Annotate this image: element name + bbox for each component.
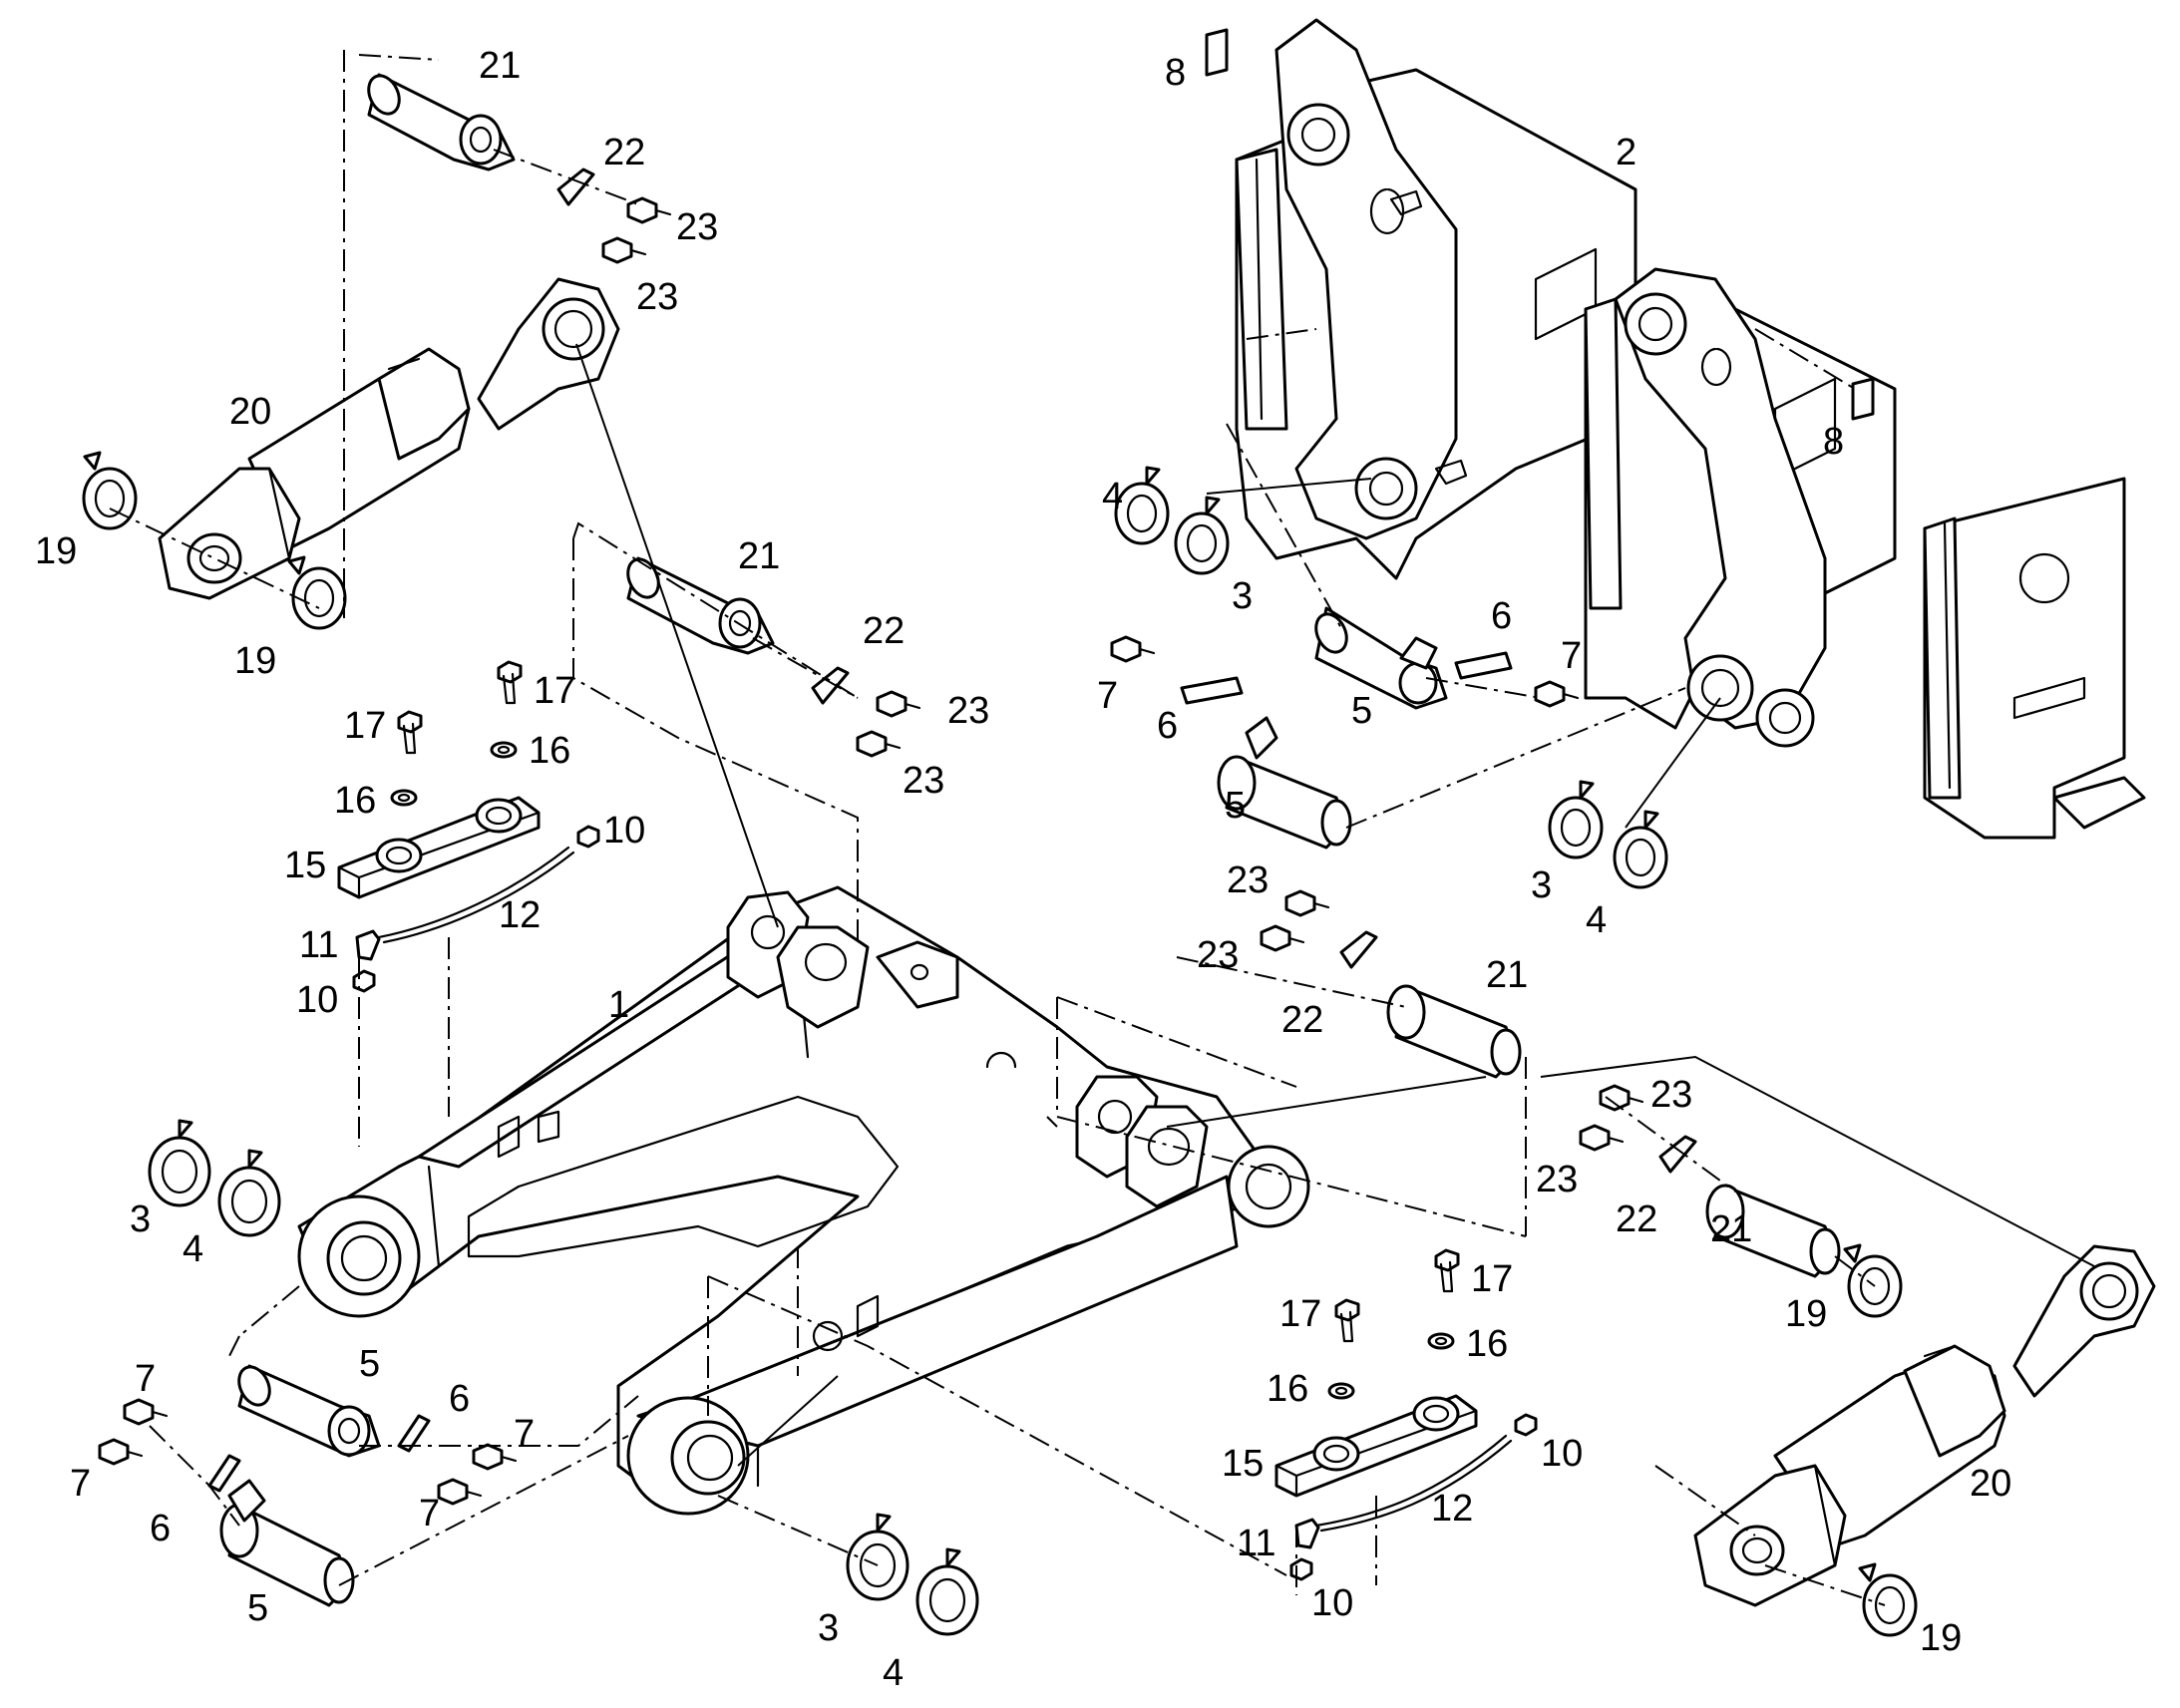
callout-19: 19 [1920,1617,1962,1659]
pin [237,1364,381,1458]
callout-22: 22 [1281,999,1323,1041]
callout-17: 17 [1471,1258,1513,1300]
alignment-lines [109,50,1886,1606]
callout-6: 6 [1157,705,1178,747]
callout-21: 21 [1710,1208,1752,1250]
callout-6: 6 [449,1378,470,1420]
callout-20: 20 [1970,1463,2011,1505]
callout-22: 22 [603,132,645,173]
frame-bracket-assembly [1235,18,2146,840]
callout-7: 7 [135,1358,156,1400]
callout-4: 4 [1102,476,1123,517]
callout-17: 17 [1279,1293,1321,1335]
callout-4: 4 [182,1228,203,1270]
washer [390,741,1455,1400]
lock-washer [82,451,1918,1637]
callout-23: 23 [1536,1159,1578,1200]
callout-7: 7 [1097,675,1118,717]
pin [219,1479,355,1607]
leader-lines [575,343,2095,1467]
pin [1705,1184,1841,1278]
callout-6: 6 [150,1508,171,1549]
pin [1314,606,1448,710]
callout-17: 17 [534,670,575,712]
hydraulic-cylinder-lower [1693,1244,2156,1607]
pin [626,556,775,655]
callout-7: 7 [70,1463,91,1505]
callout-21: 21 [738,535,780,577]
callout-19: 19 [35,530,77,572]
callout-23: 23 [947,690,989,732]
callout-3: 3 [130,1198,151,1240]
callout-16: 16 [334,780,376,822]
callout-19: 19 [1785,1293,1827,1335]
callout-2: 2 [1616,132,1636,173]
callout-5: 5 [247,1587,268,1629]
callout-21: 21 [1486,954,1528,996]
callout-11: 11 [299,924,338,966]
callout-3: 3 [1531,864,1552,906]
callout-7: 7 [1561,635,1582,677]
callout-16: 16 [1466,1323,1508,1365]
grease-line [377,846,1513,1533]
lock-plate [207,168,1697,1493]
swing-arm [297,885,1310,1516]
callout-23: 23 [676,206,718,248]
callout-10: 10 [1311,1582,1353,1624]
callout-23: 23 [1197,934,1239,976]
callout-12: 12 [499,894,541,936]
callout-23: 23 [903,760,944,802]
callout-4: 4 [1586,899,1607,941]
hydraulic-cylinder-upper [158,277,620,600]
callout-7: 7 [419,1493,440,1535]
callout-5: 5 [1225,785,1246,827]
callout-23: 23 [1227,859,1269,901]
callout-10: 10 [603,810,645,852]
callout-19: 19 [234,640,276,682]
callout-23: 23 [636,276,678,318]
callout-16: 16 [1267,1368,1308,1410]
callout-11: 11 [1237,1523,1275,1564]
callout-5: 5 [359,1343,380,1385]
callout-labels: 1 2 3 3 3 3 4 4 4 4 5 5 5 5 6 6 6 6 7 7 … [35,45,2011,1694]
callout-8: 8 [1165,52,1186,94]
elbow-fitting [355,929,1320,1549]
callout-21: 21 [479,45,521,87]
callout-3: 3 [1232,575,1253,617]
callout-15: 15 [1222,1443,1264,1485]
callout-22: 22 [1616,1198,1657,1240]
callout-7: 7 [514,1413,535,1455]
callout-8: 8 [1823,421,1844,463]
callout-10: 10 [296,979,338,1021]
callout-1: 1 [608,984,629,1026]
pin [1217,716,1352,850]
pin [1386,984,1522,1079]
retainer-plate [337,796,1478,1498]
callout-20: 20 [229,391,271,433]
callout-10: 10 [1541,1433,1583,1475]
callout-6: 6 [1491,595,1512,637]
callout-22: 22 [863,610,905,652]
pin [367,73,516,171]
callout-4: 4 [883,1652,904,1694]
callout-12: 12 [1431,1488,1473,1530]
callout-3: 3 [818,1607,839,1649]
callout-5: 5 [1351,690,1372,732]
callout-15: 15 [284,845,326,886]
callout-17: 17 [344,705,386,747]
callout-16: 16 [529,730,570,772]
retainer-bolt [397,660,1460,1343]
shim-plate [1205,28,1875,421]
callout-23: 23 [1650,1074,1692,1116]
